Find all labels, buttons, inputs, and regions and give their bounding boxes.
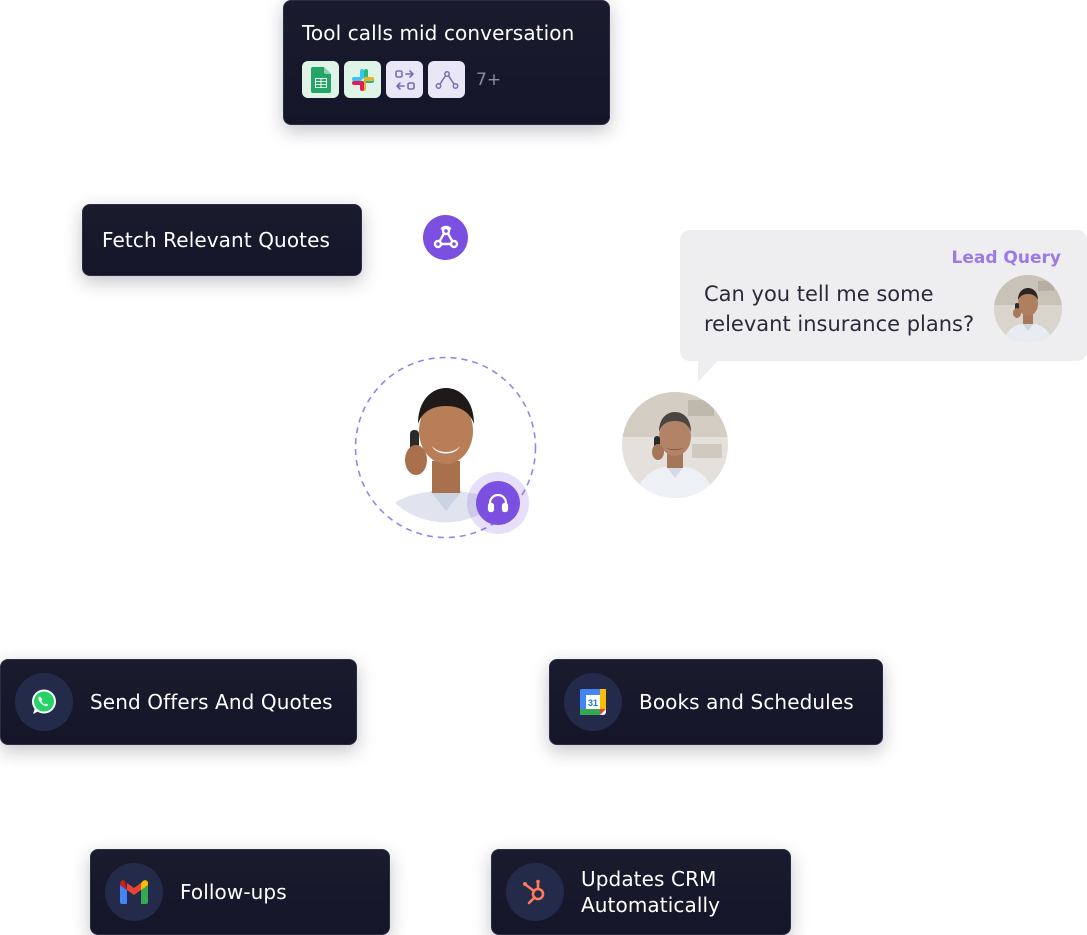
lead-avatar-small bbox=[994, 275, 1062, 343]
books-schedules-card: 31 Books and Schedules bbox=[549, 659, 883, 745]
books-schedules-label: Books and Schedules bbox=[639, 690, 854, 714]
whatsapp-icon bbox=[15, 673, 73, 731]
slack-icon bbox=[344, 61, 381, 98]
lead-query-bubble: Lead Query Can you tell me some relevant… bbox=[680, 230, 1087, 361]
webhook-icon bbox=[423, 215, 468, 260]
updates-crm-card: Updates CRM Automatically bbox=[491, 849, 791, 935]
send-offers-card: Send Offers And Quotes bbox=[0, 659, 357, 745]
calendar-day: 31 bbox=[588, 698, 598, 708]
lead-query-label: Lead Query bbox=[951, 248, 1061, 268]
tool-icons-row: 7+ bbox=[302, 61, 591, 98]
fetch-quotes-card: Fetch Relevant Quotes bbox=[82, 204, 362, 276]
google-sheets-icon bbox=[302, 61, 339, 98]
send-offers-label: Send Offers And Quotes bbox=[90, 690, 333, 714]
hubspot-icon bbox=[506, 863, 564, 921]
more-tools-count: 7+ bbox=[476, 69, 502, 90]
swap-arrows-icon bbox=[386, 61, 423, 98]
updates-crm-text: Updates CRM Automatically bbox=[581, 866, 720, 918]
headset-icon bbox=[476, 481, 520, 525]
gmail-icon bbox=[105, 863, 163, 921]
agent-headset-badge bbox=[467, 472, 529, 534]
google-calendar-icon: 31 bbox=[564, 673, 622, 731]
flow-branch-icon bbox=[428, 61, 465, 98]
tool-calls-title: Tool calls mid conversation bbox=[302, 21, 575, 45]
follow-ups-card: Follow-ups bbox=[90, 849, 390, 935]
follow-ups-label: Follow-ups bbox=[180, 880, 287, 904]
lead-bubble-tail bbox=[698, 358, 720, 382]
lead-query-message: Can you tell me some relevant insurance … bbox=[704, 282, 975, 336]
updates-crm-line1: Updates CRM bbox=[581, 867, 717, 891]
tool-calls-card: Tool calls mid conversation bbox=[283, 0, 610, 125]
fetch-quotes-label: Fetch Relevant Quotes bbox=[102, 228, 331, 252]
lead-avatar bbox=[622, 392, 728, 498]
updates-crm-line2: Automatically bbox=[581, 893, 721, 917]
